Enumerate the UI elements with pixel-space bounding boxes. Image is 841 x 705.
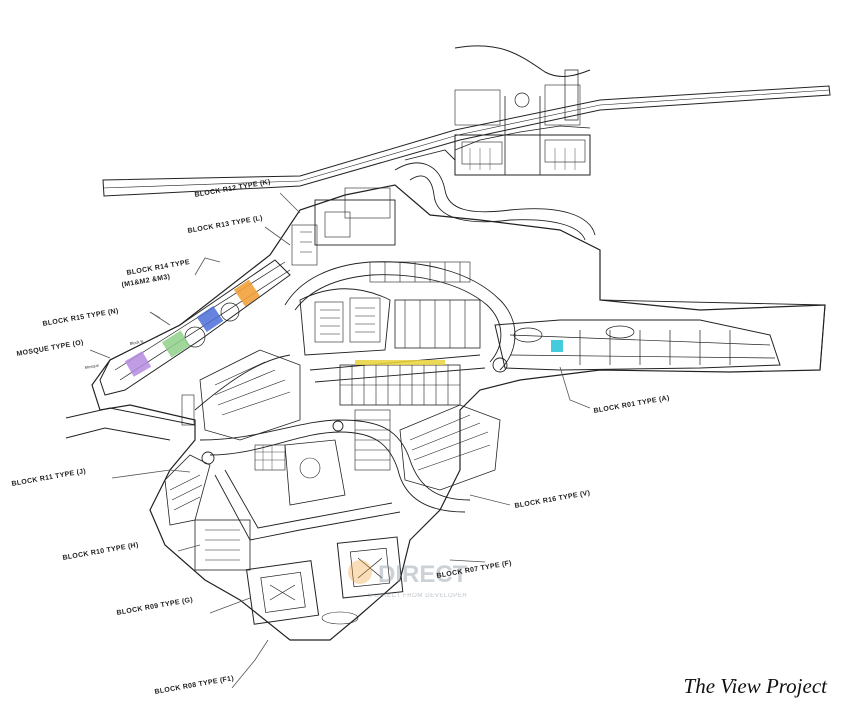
central-loop-buildings xyxy=(299,261,481,356)
internal-roads xyxy=(194,261,516,541)
entrance-roads xyxy=(394,149,596,241)
south-pond xyxy=(321,611,359,625)
label-r09: BLOCK R09 TYPE (G) xyxy=(116,597,193,617)
block-r16-units xyxy=(354,404,501,491)
yellow-highlight xyxy=(355,360,445,365)
block-r07 xyxy=(336,536,404,599)
svg-text:S DIRECT FROM DEVELOPER: S DIRECT FROM DEVELOPER xyxy=(368,593,467,599)
block-r01-strip xyxy=(494,299,826,371)
label-r14: BLOCK R14 TYPE xyxy=(126,259,190,277)
label-r01: BLOCK R01 TYPE (A) xyxy=(593,395,670,415)
svg-text:DIRECT: DIRECT xyxy=(378,561,468,588)
watermark: DIRECT S DIRECT FROM DEVELOPER xyxy=(348,560,468,599)
row-houses-center xyxy=(339,364,461,406)
site-boundary xyxy=(91,184,826,641)
label-r13: BLOCK R13 TYPE (L) xyxy=(187,215,263,235)
small-label-mosque: Mosque xyxy=(84,362,100,370)
label-r10: BLOCK R10 TYPE (H) xyxy=(62,542,139,562)
project-title: The View Project xyxy=(683,674,827,698)
label-r16: BLOCK R16 TYPE (V) xyxy=(514,490,591,510)
label-r08: BLOCK R08 TYPE (F1) xyxy=(154,675,234,696)
label-r12: BLOCK R12 TYPE (K) xyxy=(194,179,271,199)
label-r15: BLOCK R15 TYPE (N) xyxy=(42,308,119,328)
leader-lines xyxy=(89,192,591,689)
entrance-complex xyxy=(454,69,591,176)
west-road xyxy=(65,407,196,441)
label-mosque: MOSQUE TYPE (O) xyxy=(16,339,84,358)
label-r11: BLOCK R11 TYPE (J) xyxy=(11,468,86,488)
block-r09 xyxy=(245,560,320,625)
block-r11-r10-units xyxy=(164,454,251,571)
cyan-highlight xyxy=(551,340,563,352)
small-label-block-n: Block N xyxy=(129,339,144,346)
block-r14-r15-colors xyxy=(124,279,261,377)
central-courtyard xyxy=(254,439,346,506)
west-inner-cluster xyxy=(181,349,301,441)
highway xyxy=(102,85,831,197)
block-r12-r13-units xyxy=(291,187,396,266)
coastline xyxy=(454,45,591,77)
